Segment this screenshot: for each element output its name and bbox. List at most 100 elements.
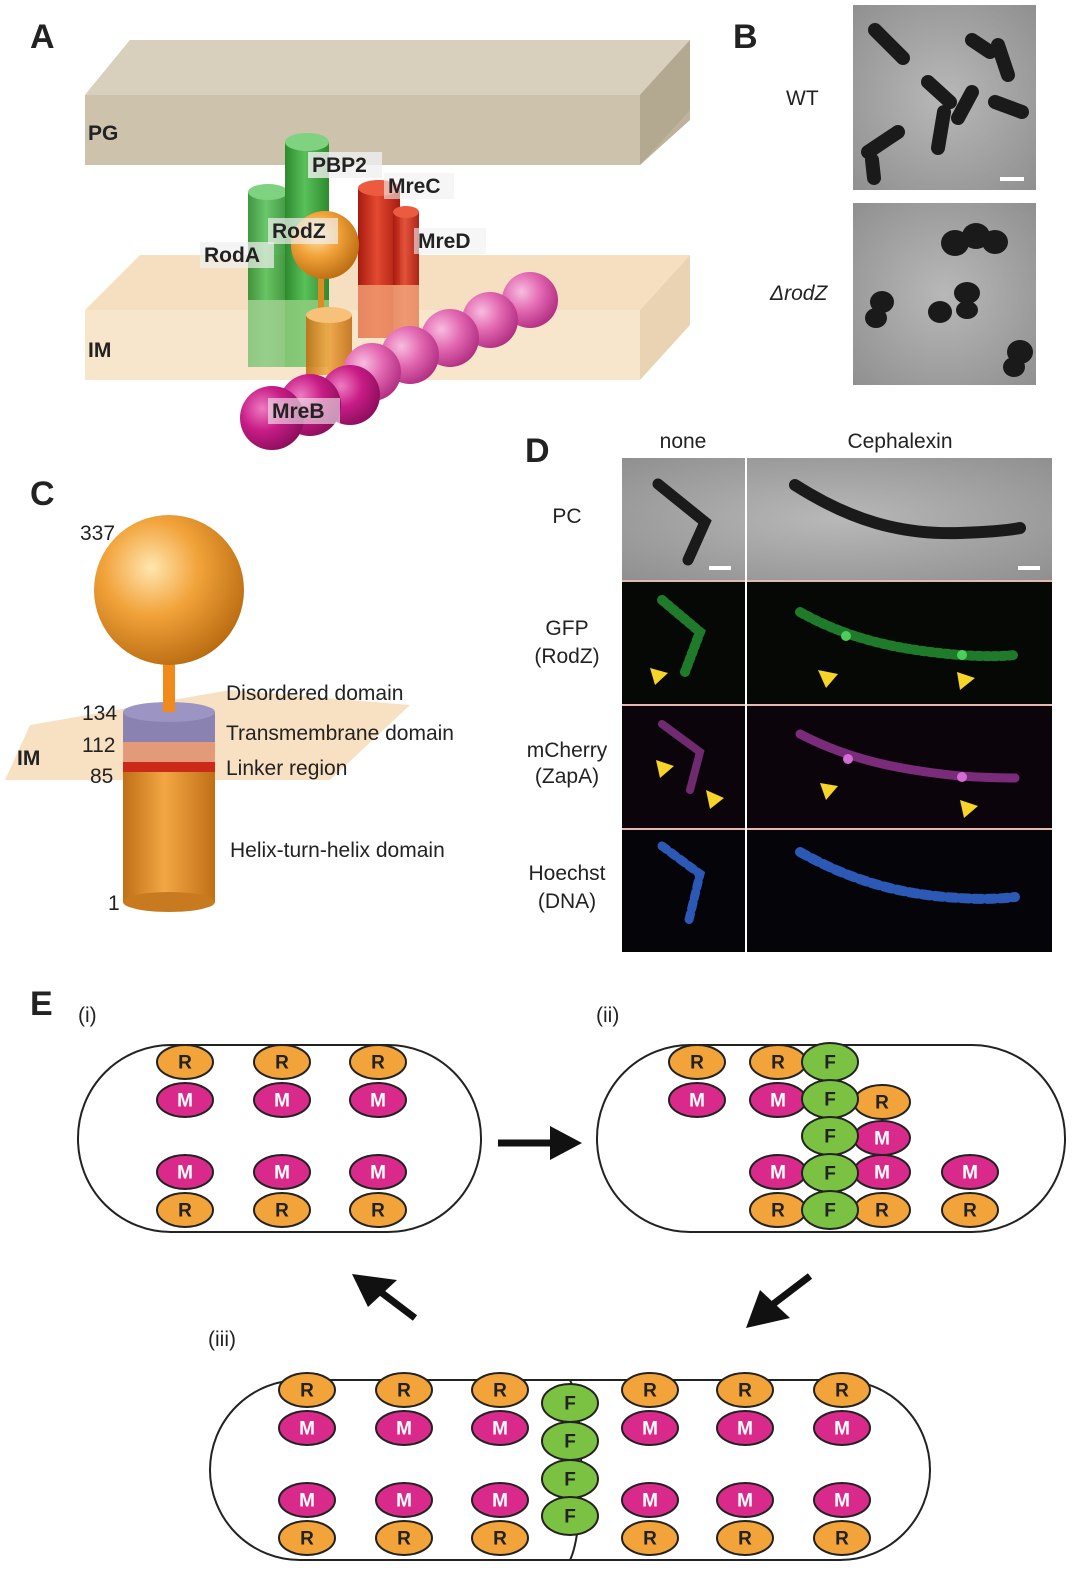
mreb-token-label: M (770, 1163, 786, 1184)
rodz-token: R (853, 1192, 911, 1228)
column-cephalexin-label: Cephalexin (847, 430, 952, 453)
rodz-token-label: R (875, 1093, 889, 1114)
mreb-token-label: M (492, 1491, 508, 1512)
linker-region-label: Linker region (226, 757, 347, 780)
ftsz-token: F (541, 1421, 599, 1461)
row-gfp-sub-label: (RodZ) (534, 645, 599, 668)
arrow-iii-to-i (352, 1274, 418, 1321)
rodz-token-label: R (835, 1381, 849, 1402)
hth-domain-label: Helix-turn-helix domain (230, 839, 445, 862)
mreb-token-label: M (874, 1129, 890, 1150)
mreb-token-label: M (737, 1419, 753, 1440)
mreb-token-label: M (177, 1091, 193, 1112)
mrec-label: MreC (388, 175, 441, 198)
rodz-transmembrane-cylinder (306, 260, 352, 375)
row-mcherry-label: mCherry (527, 739, 608, 762)
mreb-token: M (375, 1410, 433, 1446)
panel-d: D none Cephalexin PC GFP (RodZ) mCherry … (525, 430, 1052, 952)
rodz-token-label: R (397, 1529, 411, 1550)
mreb-token: M (621, 1482, 679, 1518)
rodz-token: R (813, 1372, 871, 1408)
rodz-token-label: R (690, 1053, 704, 1074)
disordered-domain-label: Disordered domain (226, 682, 403, 705)
rodz-token: R (621, 1520, 679, 1556)
rodz-token-label: R (738, 1381, 752, 1402)
mreb-token: M (716, 1410, 774, 1446)
rodz-token: R (253, 1192, 311, 1228)
rodz-token: R (749, 1044, 807, 1080)
rodz-token: R (253, 1044, 311, 1080)
mreb-token-label: M (370, 1163, 386, 1184)
rodz-token: R (349, 1192, 407, 1228)
arrow-ii-to-iii (746, 1273, 813, 1328)
ftsz-token: F (541, 1496, 599, 1536)
ftsz-token: F (541, 1383, 599, 1423)
rodz-token-label: R (835, 1529, 849, 1550)
mreb-token: M (668, 1082, 726, 1118)
mreb-token-label: M (834, 1419, 850, 1440)
mreb-token: M (375, 1482, 433, 1518)
rodz-token: R (853, 1084, 911, 1120)
rodz-domain-cylinder (123, 640, 215, 912)
rodz-token: R (156, 1192, 214, 1228)
mred-label: MreD (418, 230, 471, 253)
rodz-token-label: R (300, 1529, 314, 1550)
wt-label: WT (786, 87, 819, 110)
ftsz-token-label: F (824, 1164, 836, 1185)
pg-label: PG (88, 122, 118, 145)
pc-images (622, 458, 1052, 580)
ftsz-token-label: F (564, 1470, 576, 1491)
rodz-token: R (471, 1520, 529, 1556)
residue-1: 1 (108, 892, 120, 915)
stage-i-label: (i) (78, 1004, 97, 1027)
rodz-token: R (749, 1192, 807, 1228)
panel-e-letter: E (30, 985, 53, 1023)
rodz-label: RodZ (272, 220, 326, 243)
row-pc-label: PC (552, 505, 581, 528)
panel-a-letter: A (30, 18, 55, 56)
rodz-token-label: R (643, 1529, 657, 1550)
rodz-token-label: R (771, 1053, 785, 1074)
residue-337: 337 (80, 522, 115, 545)
roda-cylinder (248, 184, 288, 367)
panel-d-grid (622, 580, 1052, 830)
mreb-token-label: M (642, 1419, 658, 1440)
rodz-token: R (716, 1520, 774, 1556)
panel-b-letter: B (733, 18, 758, 56)
rodz-deletion-label: ΔrodZ (769, 282, 828, 305)
mreb-token: M (349, 1082, 407, 1118)
mreb-token: M (253, 1154, 311, 1190)
rodz-token: R (156, 1044, 214, 1080)
mreb-token-label: M (396, 1419, 412, 1440)
rodz-periplasmic-domain-sphere (94, 515, 244, 665)
mreb-token: M (621, 1410, 679, 1446)
panel-c: C IM 337 134 112 85 1 Disordered domain … (5, 475, 454, 915)
mreb-token: M (253, 1082, 311, 1118)
rodz-token-label: R (738, 1529, 752, 1550)
mreb-token-label: M (834, 1491, 850, 1512)
mreb-token: M (471, 1482, 529, 1518)
roda-label: RodA (204, 244, 260, 267)
ftsz-token-label: F (824, 1127, 836, 1148)
residue-85: 85 (90, 765, 113, 788)
rodz-token-label: R (875, 1201, 889, 1222)
ftsz-token-label: F (564, 1394, 576, 1415)
mcherry-images (622, 706, 1052, 828)
ftsz-token-label: F (564, 1432, 576, 1453)
rodz-token: R (668, 1044, 726, 1080)
mreb-token: M (749, 1082, 807, 1118)
mreb-token-label: M (396, 1491, 412, 1512)
wt-micrograph (853, 5, 1036, 190)
mreb-token: M (156, 1082, 214, 1118)
rodz-token: R (278, 1520, 336, 1556)
rodz-token-label: R (493, 1381, 507, 1402)
mreb-token: M (156, 1154, 214, 1190)
c-im-label: IM (17, 747, 40, 770)
mreb-token: M (278, 1410, 336, 1446)
rodz-token-label: R (300, 1381, 314, 1402)
ftsz-token: F (541, 1459, 599, 1499)
mreb-token: M (853, 1120, 911, 1156)
mred-cylinder (393, 206, 419, 337)
